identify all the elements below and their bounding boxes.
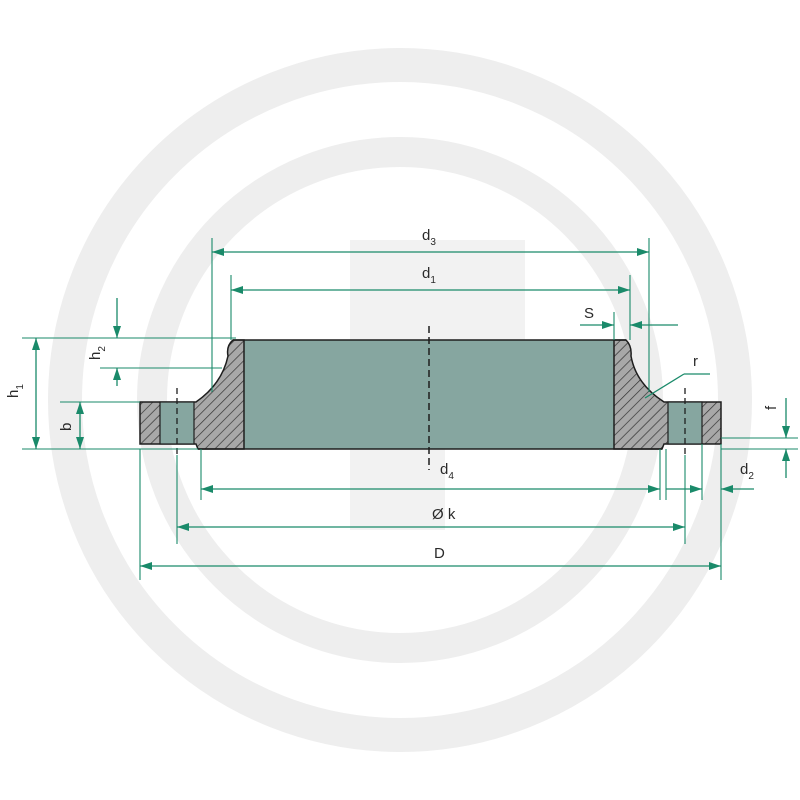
- extension-lines: [22, 238, 798, 580]
- label-k: Ø k: [432, 506, 456, 523]
- label-d4: d4: [440, 461, 454, 482]
- dimension-s: [580, 321, 678, 329]
- label-b: b: [58, 423, 75, 431]
- label-h1: h1: [5, 384, 26, 398]
- label-d3: d3: [422, 227, 436, 248]
- dimension-d1: [231, 286, 630, 294]
- label-h2: h2: [87, 346, 108, 360]
- dimension-k: [177, 523, 685, 531]
- dimension-d3: [212, 248, 649, 256]
- label-d1: d1: [422, 265, 436, 286]
- label-d2: d2: [740, 461, 754, 482]
- dimension-f: [782, 398, 790, 478]
- dimension-D: [140, 562, 721, 570]
- label-s: S: [584, 305, 594, 322]
- label-D: D: [434, 545, 445, 562]
- label-f: f: [763, 405, 780, 410]
- dimension-h1: [32, 338, 40, 449]
- label-r: r: [693, 353, 698, 370]
- dimension-d4: [201, 485, 660, 493]
- dimension-h2: [113, 298, 121, 386]
- dimension-d2: [666, 485, 754, 493]
- flange-section: [139, 326, 722, 470]
- dimension-r: [644, 373, 710, 399]
- dimension-b: [76, 402, 84, 449]
